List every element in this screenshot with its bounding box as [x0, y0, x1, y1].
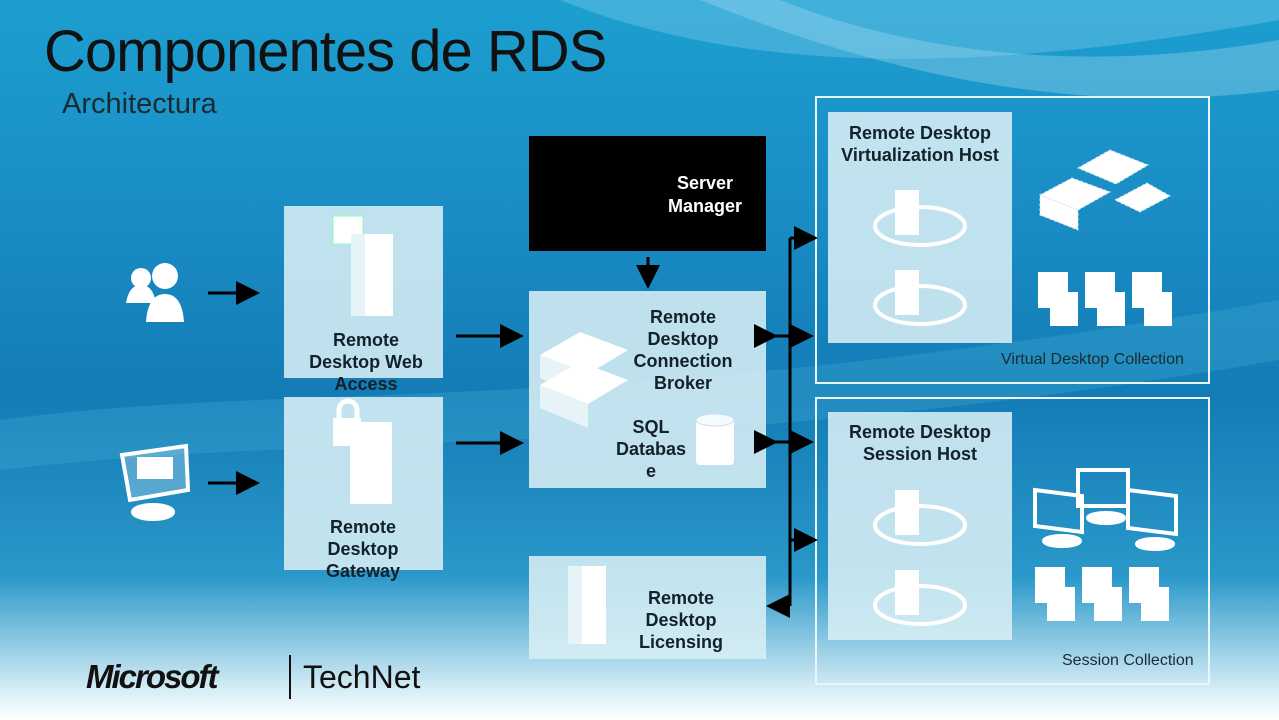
server-manager-label: Server Manager: [667, 173, 743, 216]
gateway-label: Remote Desktop Gateway: [325, 517, 401, 581]
monitor-icon: [119, 443, 191, 521]
licensing-label: Remote Desktop Licensing: [638, 588, 723, 652]
connection-broker-label: Remote Desktop Connection Broker: [633, 307, 733, 393]
technet-logo: TechNet: [303, 659, 421, 695]
virtual-collection-label: Virtual Desktop Collection: [1001, 351, 1184, 368]
server-manager-box: [529, 136, 766, 251]
sql-database-label: SQL Databas e: [615, 417, 687, 481]
page-subtitle: Architectura: [62, 88, 217, 120]
users-icon: [126, 263, 184, 322]
session-host-label: Remote Desktop Session Host: [848, 422, 992, 464]
session-collection-label: Session Collection: [1062, 652, 1194, 669]
web-access-label: Remote Desktop Web Access: [309, 330, 423, 394]
logo-separator: [289, 655, 291, 699]
microsoft-logo: Microsoft: [86, 658, 218, 695]
page-title: Componentes de RDS: [44, 19, 607, 84]
virtualization-host-label: Remote Desktop Virtualization Host: [841, 123, 999, 165]
